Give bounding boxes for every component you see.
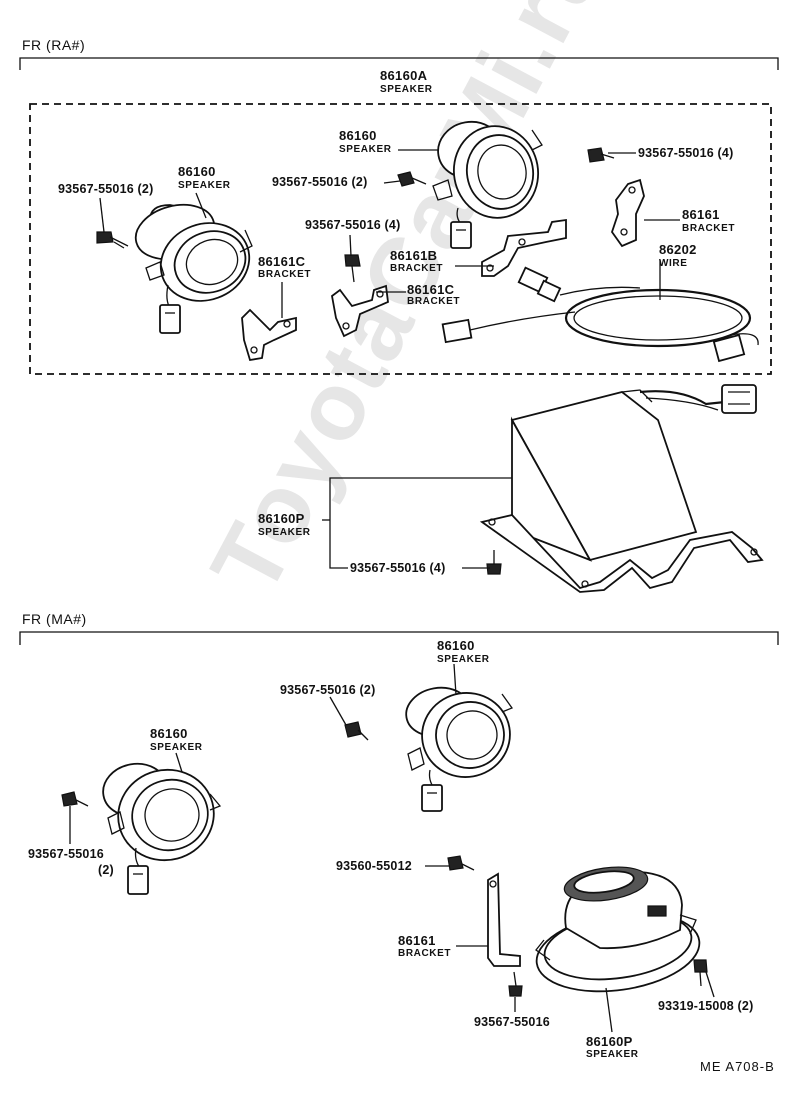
ra-box-screw-label: 93567-55016 (4) <box>350 561 446 575</box>
ma-screw-right-label: 93319-15008 (2) <box>658 999 754 1013</box>
screw-ma-bracket-top-drawing <box>447 855 475 871</box>
leader-lines <box>69 149 715 1033</box>
speaker-ra-left-drawing <box>134 203 253 334</box>
screw-box-drawing <box>486 550 502 575</box>
ma-section-frame <box>19 631 779 645</box>
ma-screw-left-qty: (2) <box>98 863 114 877</box>
bracket-86161b-drawing <box>481 218 567 277</box>
screw-ma-right-drawing <box>693 959 708 987</box>
screw-ma-top-drawing <box>344 721 369 741</box>
ra-speaker-top-number: 86160 <box>339 128 377 143</box>
ra-bracket-b-number: 86161B <box>390 248 438 263</box>
ma-bracket-number: 86161 <box>398 933 436 948</box>
ra-screw-left-label: 93567-55016 (2) <box>58 182 154 196</box>
speaker-ra-top-drawing <box>432 120 543 249</box>
ra-bracket-c-right-number: 86161C <box>407 282 455 297</box>
ra-speaker-top-name: SPEAKER <box>339 144 392 155</box>
ra-wire-name: WIRE <box>659 258 688 269</box>
ra-screw-right-label: 93567-55016 (4) <box>638 146 734 160</box>
bracket-86161c-right-drawing <box>331 284 389 338</box>
ra-box-speaker-name: SPEAKER <box>258 527 311 538</box>
bracket-86161-ra-drawing <box>611 178 645 248</box>
ma-screw-bracket-bottom-label: 93567-55016 <box>474 1015 550 1029</box>
screw-ma-left-drawing <box>61 791 89 807</box>
speaker-ma-left-drawing <box>102 762 222 895</box>
ma-screw-top-label: 93567-55016 (2) <box>280 683 376 697</box>
ma-speaker-top-name: SPEAKER <box>437 654 490 665</box>
ma-speaker-top-number: 86160 <box>437 638 475 653</box>
ma-oval-speaker-name: SPEAKER <box>586 1049 639 1060</box>
ra-assembly-number: 86160A <box>380 68 428 83</box>
screw-ra-mid-drawing <box>397 171 427 187</box>
ra-section-frame <box>19 57 779 375</box>
speaker-ma-top-drawing <box>405 686 514 812</box>
diagram-code: ME A708-B <box>700 1059 775 1074</box>
section-title-ma: FR (MA#) <box>22 611 87 627</box>
screw-ra-center-drawing <box>344 254 361 283</box>
ra-bracket-c-right-name: BRACKET <box>407 296 461 307</box>
screw-ra-left-drawing <box>96 231 129 249</box>
ra-wire-number: 86202 <box>659 242 697 257</box>
ra-speaker-left-name: SPEAKER <box>178 180 231 191</box>
ra-screw-center-label: 93567-55016 (4) <box>305 218 401 232</box>
ma-bracket-name: BRACKET <box>398 948 452 959</box>
ma-speaker-left-number: 86160 <box>150 726 188 741</box>
ma-screw-bracket-top-label: 93560-55012 <box>336 859 412 873</box>
ra-bracket-name: BRACKET <box>682 223 736 234</box>
ra-bracket-c-left-name: BRACKET <box>258 269 312 280</box>
box-speaker-86160p-drawing <box>479 384 764 593</box>
screw-ma-bracket-bottom-drawing <box>508 971 523 997</box>
ra-box-speaker-number: 86160P <box>258 511 305 526</box>
section-title-ra: FR (RA#) <box>22 37 86 53</box>
oval-speaker-86160p-drawing <box>535 866 701 993</box>
bracket-86161-ma-drawing <box>487 872 521 967</box>
ra-speaker-left-number: 86160 <box>178 164 216 179</box>
ra-screw-mid-label: 93567-55016 (2) <box>272 175 368 189</box>
ma-speaker-left-name: SPEAKER <box>150 742 203 753</box>
ma-screw-left-label: 93567-55016 <box>28 847 104 861</box>
screw-ra-right-drawing <box>587 147 615 163</box>
ra-bracket-number: 86161 <box>682 207 720 222</box>
wire-86202-drawing <box>441 266 759 363</box>
ra-bracket-c-left-number: 86161C <box>258 254 306 269</box>
ma-oval-speaker-number: 86160P <box>586 1034 633 1049</box>
ra-assembly-name: SPEAKER <box>380 84 433 95</box>
bracket-86161c-left-drawing <box>241 308 297 362</box>
ra-bracket-b-name: BRACKET <box>390 263 444 274</box>
